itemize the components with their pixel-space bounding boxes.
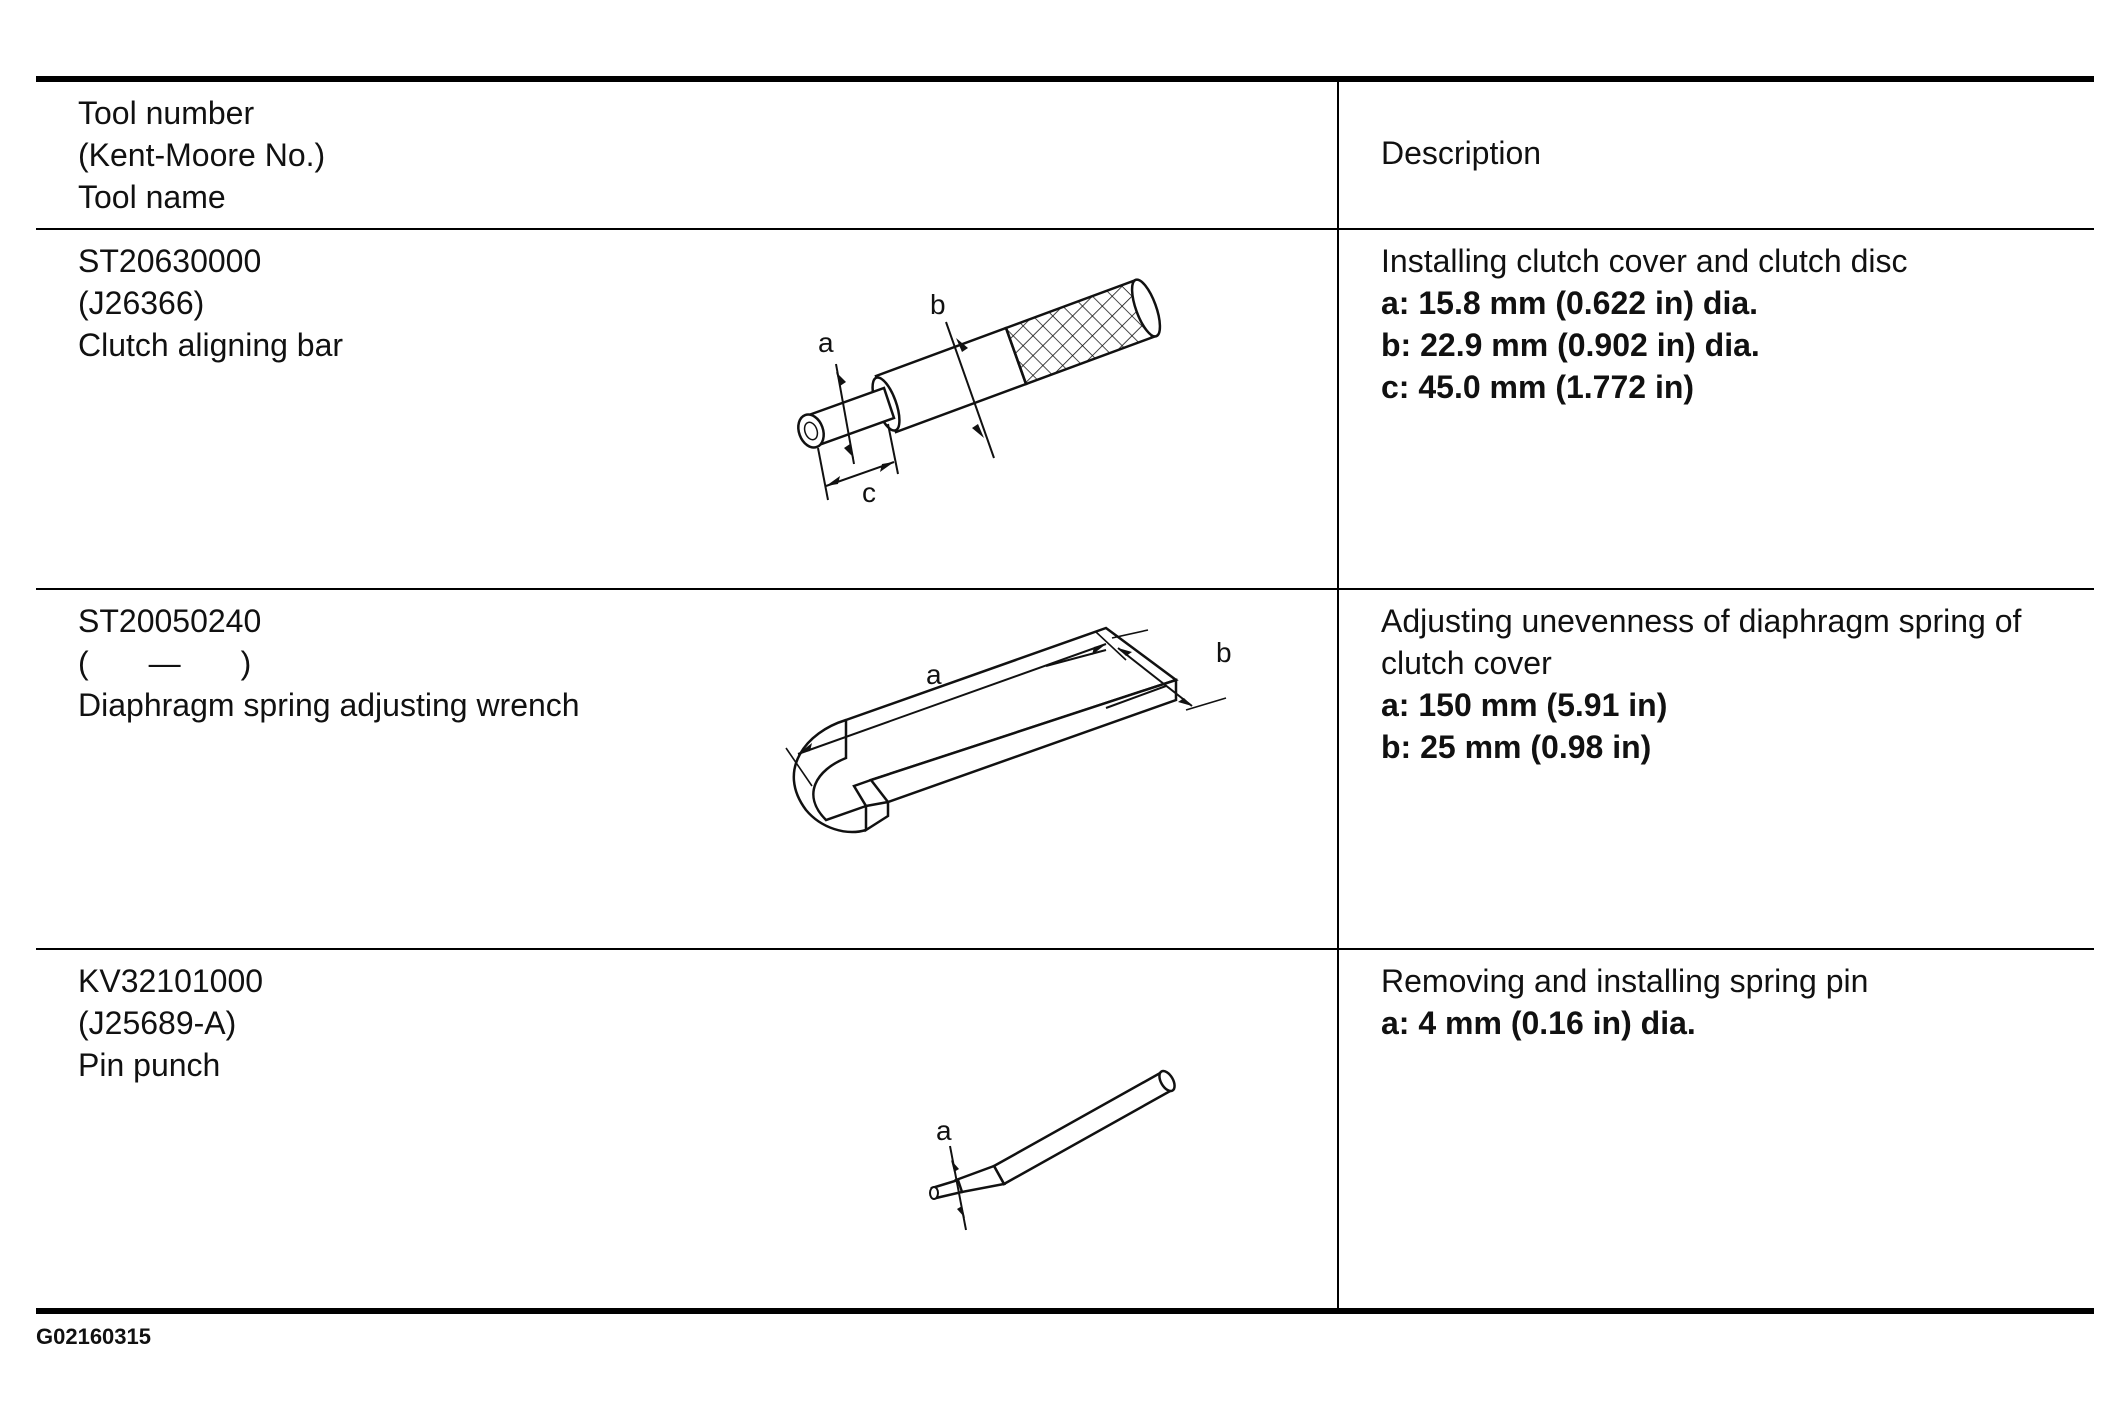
- tool-cell: ST20630000 (J26366) Clutch aligning bar: [36, 229, 1339, 590]
- spec-c: c: 45.0 mm (1.772 in): [1381, 369, 1695, 405]
- description-cell: Removing and installing spring pin a: 4 …: [1338, 949, 2094, 1311]
- dim-label-a: a: [818, 327, 834, 358]
- dim-label-a: a: [926, 659, 942, 690]
- kent-moore-number: (—): [78, 645, 252, 681]
- header-tool-name: Tool name: [78, 179, 226, 215]
- figure-code: G02160315: [36, 1324, 151, 1349]
- kent-moore-number: (J26366): [78, 285, 205, 321]
- diaphragm-spring-wrench-icon: a b: [746, 620, 1266, 875]
- table-row: ST20050240 (—) Diaphragm spring adjustin…: [36, 589, 2094, 950]
- tool-purpose: Installing clutch cover and clutch disc: [1381, 243, 1908, 279]
- kent-moore-number: (J25689-A): [78, 1005, 237, 1041]
- spec-b: b: 22.9 mm (0.902 in) dia.: [1381, 327, 1760, 363]
- tool-number: ST20050240: [78, 603, 262, 639]
- tool-purpose: Removing and installing spring pin: [1381, 963, 1869, 999]
- table-header-row: Tool number (Kent-Moore No.) Tool name D…: [36, 79, 2094, 230]
- tool-name: Pin punch: [78, 1047, 221, 1083]
- table-row: ST20630000 (J26366) Clutch aligning bar: [36, 229, 2094, 590]
- tool-number: KV32101000: [78, 963, 264, 999]
- dim-label-a: a: [936, 1115, 952, 1146]
- clutch-aligning-bar-icon: a b c: [736, 256, 1196, 511]
- tool-name: Clutch aligning bar: [78, 327, 344, 363]
- tool-purpose: Adjusting unevenness of diaphragm spring…: [1381, 603, 2022, 681]
- spec-a: a: 4 mm (0.16 in) dia.: [1381, 1005, 1696, 1041]
- spec-a: a: 150 mm (5.91 in): [1381, 687, 1668, 723]
- pin-punch-icon: a: [876, 1060, 1176, 1245]
- dim-label-c: c: [862, 477, 876, 506]
- header-description: Description: [1381, 135, 1542, 171]
- table-row: KV32101000 (J25689-A) Pin punch: [36, 949, 2094, 1311]
- dim-label-b: b: [930, 289, 946, 320]
- header-tool-number: Tool number: [78, 95, 255, 131]
- description-cell: Installing clutch cover and clutch disc …: [1338, 229, 2094, 590]
- tool-name: Diaphragm spring adjusting wrench: [78, 687, 580, 723]
- tool-cell: KV32101000 (J25689-A) Pin punch: [36, 949, 1339, 1311]
- spec-b: b: 25 mm (0.98 in): [1381, 729, 1652, 765]
- header-tool-cell: Tool number (Kent-Moore No.) Tool name: [36, 79, 1339, 230]
- description-cell: Adjusting unevenness of diaphragm spring…: [1338, 589, 2094, 950]
- special-tools-sheet: Tool number (Kent-Moore No.) Tool name D…: [36, 76, 2094, 1314]
- header-description-cell: Description: [1338, 79, 2094, 230]
- tool-number: ST20630000: [78, 243, 262, 279]
- spec-a: a: 15.8 mm (0.622 in) dia.: [1381, 285, 1759, 321]
- tool-cell: ST20050240 (—) Diaphragm spring adjustin…: [36, 589, 1339, 950]
- special-tools-table: Tool number (Kent-Moore No.) Tool name D…: [36, 76, 2094, 1314]
- header-kent-moore: (Kent-Moore No.): [78, 137, 326, 173]
- dim-label-b: b: [1216, 637, 1232, 668]
